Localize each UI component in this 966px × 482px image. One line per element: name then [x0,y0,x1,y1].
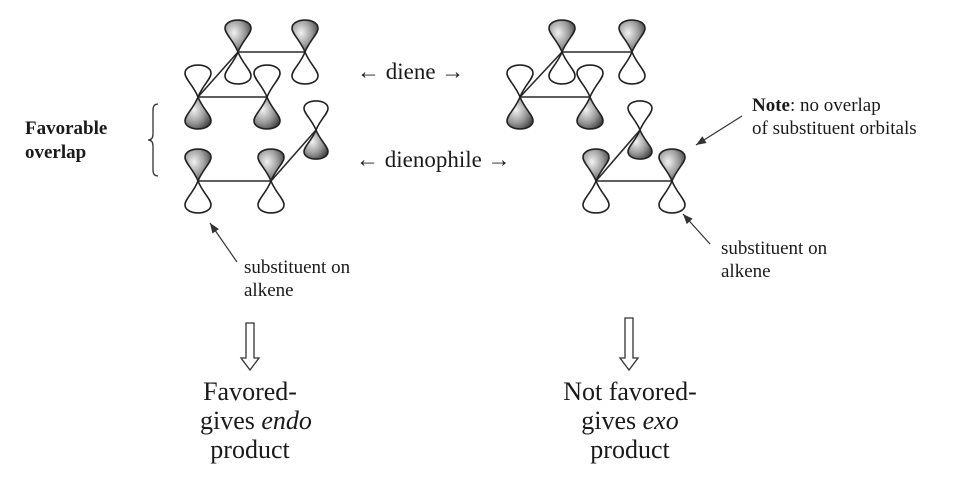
bond [519,51,563,98]
overlap-brace [147,103,159,177]
diene-orbital-c2 [548,19,576,85]
open-lobe [184,64,212,100]
result-endo: Favored- gives endo product [200,377,312,464]
shaded-lobe [627,127,653,160]
diene-orbital-c1 [291,19,319,85]
substituent-left-line1: substituent on [244,257,351,278]
result-exo-italic: exo [642,406,679,435]
shaded-lobe [303,127,329,160]
shaded-lobe [184,94,212,130]
bond [270,129,317,182]
result-endo-line3: product [210,435,290,464]
open-lobe [576,64,604,100]
shaded-lobe [224,19,252,55]
open-lobe [257,178,285,214]
substituent-left-line2: alkene [244,280,294,301]
substituent-right-line2: alkene [721,261,771,282]
result-exo: Not favored- gives exo product [558,377,702,464]
shaded-lobe [582,148,610,184]
result-arrow-left [239,322,261,372]
open-lobe [303,100,329,133]
favorable-overlap-line2: overlap [25,142,87,163]
dienophile-orbital-1 [582,148,610,214]
substituent-orbital [627,100,653,160]
substituent-orbital [303,100,329,160]
note-line2: of substituent orbitals [752,118,917,139]
note-pointer-head [696,136,707,145]
shaded-lobe [291,19,319,55]
dienophile-label: ← dienophile → [356,147,511,172]
shaded-lobe [576,94,604,130]
diene-orbital-c1 [618,19,646,85]
diene-orbital-c4 [253,64,281,130]
result-exo-prefix: gives [581,406,643,435]
diene-orbital-c3 [184,64,212,130]
open-lobe [618,49,646,85]
substituent-pointer-right-head [683,214,693,225]
shaded-lobe [257,148,285,184]
bond [197,51,239,98]
open-lobe [627,100,653,133]
open-lobe [291,49,319,85]
diene-orbital-c4 [576,64,604,130]
result-exo-line1: Not favored- [563,377,697,406]
note-bold: Note [752,95,790,116]
shaded-lobe [253,94,281,130]
note-rest: : no overlap [789,95,881,116]
result-endo-italic: endo [261,406,312,435]
note-annotation: Note: no overlap of substituent orbitals [752,94,917,140]
shaded-lobe [184,148,212,184]
substituent-label-left: substituent on alkene [244,256,350,302]
result-exo-line3: product [590,435,670,464]
bond [595,129,641,182]
shaded-lobe [658,148,686,184]
diene-orbital-c2 [224,19,252,85]
dienophile-orbital-2 [658,148,686,214]
diene-orbital-c3 [506,64,534,130]
substituent-pointer-left-head [210,223,219,234]
open-lobe [184,178,212,214]
dienophile-orbital-2 [257,148,285,214]
favorable-overlap-label: Favorable overlap [25,117,107,165]
open-lobe [253,64,281,100]
shaded-lobe [548,19,576,55]
open-lobe [582,178,610,214]
dienophile-orbital-1 [184,148,212,214]
shaded-lobe [618,19,646,55]
open-lobe [224,49,252,85]
open-lobe [658,178,686,214]
result-endo-prefix: gives [200,406,262,435]
result-endo-line1: Favored- [203,377,297,406]
shaded-lobe [506,94,534,130]
result-arrow-right [618,317,640,372]
favorable-overlap-line1: Favorable [25,118,108,139]
open-lobe [506,64,534,100]
open-lobe [548,49,576,85]
substituent-right-line1: substituent on [721,238,828,259]
diene-label: ← diene → [357,59,465,84]
substituent-label-right: substituent on alkene [721,237,827,283]
